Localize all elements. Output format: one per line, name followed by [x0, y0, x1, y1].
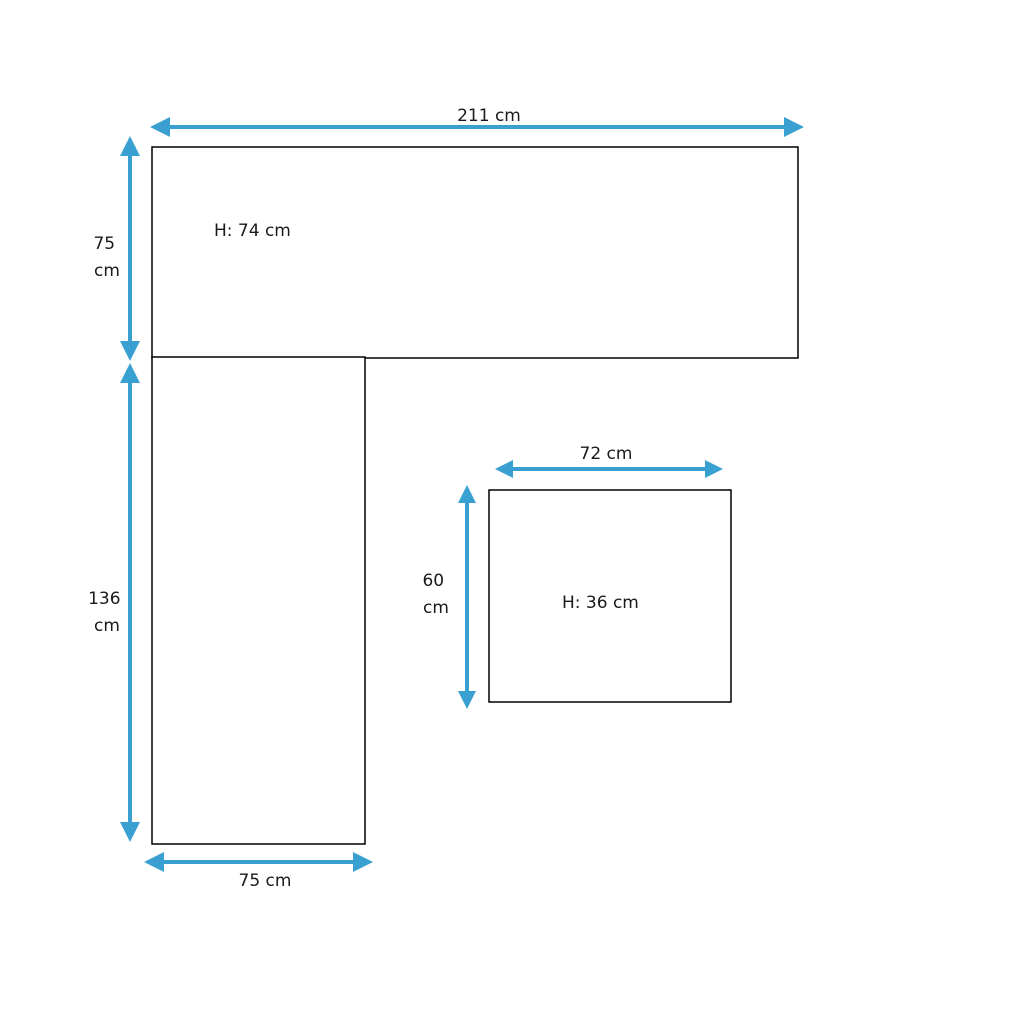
- arrow-right-icon: [353, 852, 373, 872]
- ottoman-depth-value: 60: [422, 571, 444, 591]
- arrow-up-icon: [120, 363, 140, 383]
- arrow-up-icon: [458, 485, 476, 503]
- dimension-ottoman-depth: 60 cm: [422, 485, 476, 709]
- top-depth-label: 75 cm: [93, 234, 120, 281]
- ottoman-section: [488, 489, 732, 703]
- arrow-down-icon: [120, 341, 140, 361]
- dimension-top-width: 211 cm: [150, 106, 804, 137]
- dimension-side-length: 136 cm: [88, 363, 140, 842]
- arrow-up-icon: [120, 136, 140, 156]
- arrow-left-icon: [150, 117, 170, 137]
- side-length-label: 136 cm: [88, 589, 126, 636]
- side-width-label: 75 cm: [239, 871, 292, 891]
- ottoman-height-label: H: 36 cm: [562, 593, 639, 613]
- top-depth-value: 75: [93, 234, 115, 254]
- arrow-down-icon: [458, 691, 476, 709]
- ottoman-depth-unit: cm: [423, 598, 449, 618]
- dimension-side-width: 75 cm: [144, 852, 373, 891]
- arrow-right-icon: [784, 117, 804, 137]
- dimension-top-depth: 75 cm: [93, 136, 140, 361]
- ottoman-width-label: 72 cm: [580, 444, 633, 464]
- side-length-unit: cm: [94, 616, 120, 636]
- arrow-left-icon: [495, 460, 513, 478]
- top-sofa-section: [151, 146, 799, 359]
- side-sofa-section: [151, 356, 366, 845]
- arrow-left-icon: [144, 852, 164, 872]
- dimension-ottoman-width: 72 cm: [495, 444, 723, 478]
- arrow-down-icon: [120, 822, 140, 842]
- top-depth-unit: cm: [94, 261, 120, 281]
- ottoman-depth-label: 60 cm: [422, 571, 449, 618]
- top-section-height-label: H: 74 cm: [214, 221, 291, 241]
- top-width-label: 211 cm: [457, 106, 521, 126]
- side-length-value: 136: [88, 589, 120, 609]
- arrow-right-icon: [705, 460, 723, 478]
